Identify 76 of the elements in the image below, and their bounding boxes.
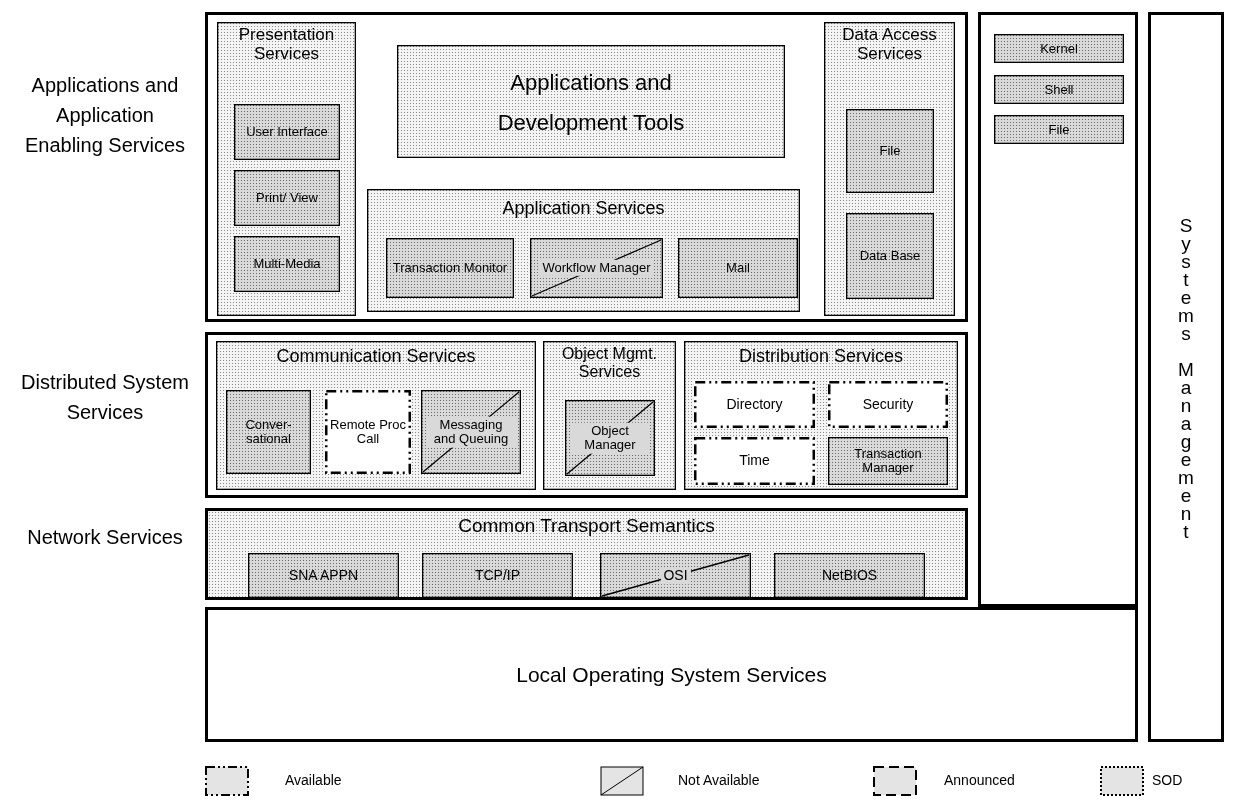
service-box (421, 390, 521, 474)
service-box (234, 104, 340, 160)
box-label: Object Mgmt. Services (560, 345, 659, 381)
os-services-box (205, 607, 1138, 742)
legend-label: Available (285, 772, 342, 788)
box-label: Systems Management (1176, 215, 1196, 539)
service-box (226, 390, 311, 474)
service-box (846, 213, 934, 299)
transport-box (205, 508, 968, 600)
layer-label: Distributed System Services (20, 370, 190, 425)
service-group-box (824, 22, 955, 316)
legend-label: Announced (944, 772, 1015, 788)
box-label: Object Manager (570, 422, 650, 454)
box-label: OSI (660, 566, 691, 585)
layer-label: Applications and Application Enabling Services (23, 73, 187, 158)
service-group-box (543, 341, 676, 490)
box-label: Transaction Monitor (391, 260, 509, 276)
protocol-box (248, 553, 399, 598)
protocol-box (774, 553, 925, 598)
column-box (978, 12, 1138, 607)
box-label: Messaging and Queuing (426, 416, 516, 448)
management-column (1148, 12, 1224, 742)
box-label: Time (738, 453, 771, 469)
component-box (994, 34, 1124, 63)
component-box (994, 115, 1124, 144)
box-label: Remote Proc Call (329, 417, 407, 447)
box-label: SNA APPN (287, 567, 360, 584)
service-box (678, 238, 798, 298)
box-label: Shell (1043, 82, 1075, 97)
box-label: Data Base (858, 248, 922, 264)
service-box (846, 109, 934, 193)
service-group-box (684, 341, 958, 490)
box-label: Data Access Services (841, 26, 938, 64)
box-label: Conver-sational (244, 417, 293, 447)
box-label: Mail (725, 260, 751, 276)
box-label: Kernel (1039, 41, 1079, 56)
box-label: Security (861, 396, 915, 413)
layer-box (205, 332, 968, 498)
service-box (397, 45, 785, 158)
box-label: NetBIOS (820, 567, 879, 584)
service-box (234, 170, 340, 226)
service-group-box (217, 22, 356, 316)
box-label: Common Transport Semantics (457, 516, 716, 537)
service-box (234, 236, 340, 292)
component-box (994, 75, 1124, 104)
box-label: TCP/IP (473, 567, 522, 584)
service-box (530, 238, 663, 298)
protocol-box (600, 553, 751, 598)
box-label: Directory (725, 396, 784, 413)
service-box (828, 437, 948, 485)
box-label: Multi-Media (252, 256, 322, 272)
service-box (565, 400, 655, 476)
legend-label: SOD (1152, 772, 1183, 788)
service-box (694, 381, 815, 428)
box-label: Workflow Manager (539, 259, 654, 277)
box-label: Local Operating System Services (515, 662, 828, 687)
legend-label: Not Available (678, 772, 760, 788)
box-label: User Interface (245, 124, 329, 140)
box-label: Transaction Manager (853, 446, 923, 476)
box-label: Communication Services (275, 347, 477, 367)
service-group-box (216, 341, 536, 490)
protocol-box (422, 553, 573, 598)
layer-label: Network Services (26, 525, 184, 550)
service-box (828, 381, 948, 428)
box-label: Presentation Services (237, 26, 336, 64)
box-label: Applications and Development Tools (496, 69, 686, 137)
box-label: File (1047, 122, 1071, 137)
box-label: Print/ View (255, 190, 319, 206)
layer-box (205, 12, 968, 322)
service-box (694, 437, 815, 485)
box-label: Application Services (501, 199, 666, 219)
box-label: File (878, 143, 902, 159)
box-label: Distribution Services (737, 347, 905, 367)
service-box (386, 238, 514, 298)
service-group-box (367, 189, 800, 312)
service-box (325, 390, 411, 474)
